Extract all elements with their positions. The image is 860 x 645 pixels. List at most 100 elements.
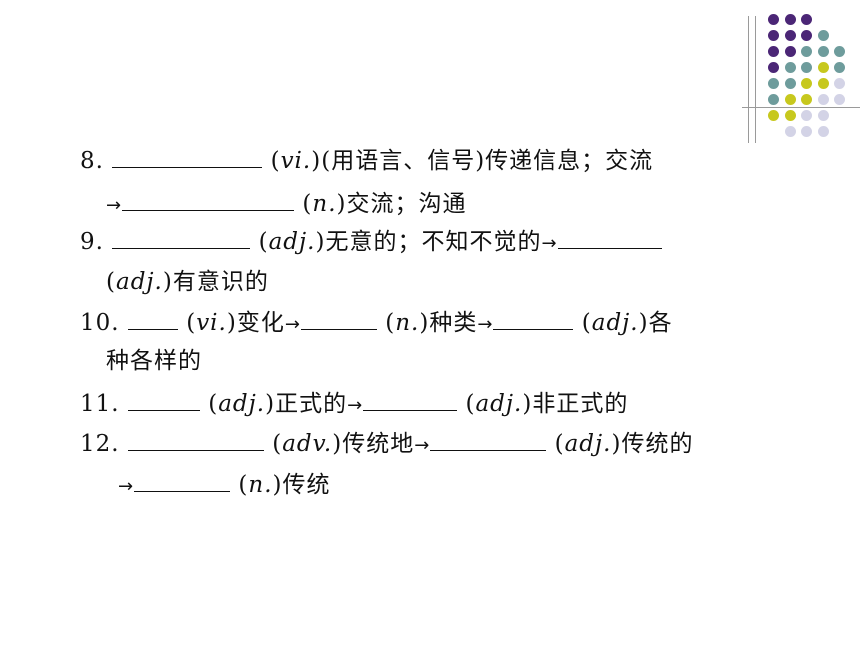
part-of-speech: n. (248, 472, 273, 498)
decor-dot (817, 78, 829, 89)
answer-blank[interactable] (363, 390, 458, 411)
decor-dot (801, 110, 812, 121)
paren-open: ( (106, 269, 116, 295)
paren-open: ( (554, 431, 565, 457)
decor-horizontal-line (742, 107, 860, 108)
gloss: 无意的；不知不觉的 (325, 229, 542, 255)
decor-dot (801, 46, 812, 57)
decor-dot (784, 14, 796, 25)
decor-dot (817, 110, 829, 121)
answer-blank[interactable] (300, 309, 377, 330)
paren-close: ) (265, 391, 276, 417)
decor-dot (817, 46, 829, 57)
paren-close: ) (226, 310, 237, 336)
question-11: 11. (adj.)正式的→ (adj.)非正式的 (80, 388, 628, 422)
decor-dot (817, 30, 829, 41)
decor-vertical-line-2 (755, 16, 756, 143)
gloss: 变化 (236, 310, 285, 336)
paren-close: ) (522, 391, 533, 417)
decor-dot (817, 62, 829, 73)
decor-dot (817, 126, 829, 137)
answer-blank[interactable] (112, 147, 263, 168)
answer-blank[interactable] (127, 430, 264, 451)
decor-dot (784, 94, 796, 105)
decor-dot (768, 30, 779, 41)
decor-dot (768, 62, 779, 73)
gloss: 传统地 (342, 431, 415, 457)
gloss: 传统的 (621, 431, 694, 457)
paren-close: ) (162, 269, 173, 295)
decor-dot (801, 126, 812, 137)
decor-dot (784, 46, 796, 57)
arrow-icon: → (477, 314, 494, 335)
gloss: 种各样的 (106, 348, 202, 374)
answer-blank[interactable] (112, 228, 251, 249)
part-of-speech: adj. (475, 391, 523, 417)
part-of-speech: n. (312, 191, 337, 217)
decor-dot (834, 94, 845, 105)
paren-close: ) (315, 229, 326, 255)
part-of-speech: adj. (115, 269, 163, 295)
answer-blank[interactable] (493, 309, 574, 330)
decor-dot (784, 78, 796, 89)
decor-dot (801, 62, 812, 73)
question-9: 9. (adj.)无意的；不知不觉的→ (80, 226, 662, 260)
question-10: 10. (vi.)变化→ (n.)种类→ (adj.)各 (80, 307, 673, 341)
question-12: 12. (adv.)传统地→ (adj.)传统的 (80, 428, 693, 462)
decor-dot (834, 46, 845, 57)
decor-dot (817, 94, 829, 105)
paren-open: ( (186, 310, 197, 336)
question-number: 8. (80, 148, 104, 174)
question-number: 11. (80, 391, 120, 417)
paren-close: ) (311, 148, 322, 174)
paren-open: ( (465, 391, 476, 417)
decor-dot (768, 110, 779, 121)
paren-close: ) (332, 431, 343, 457)
answer-blank[interactable] (122, 190, 295, 211)
answer-blank[interactable] (127, 309, 178, 330)
answer-blank[interactable] (127, 390, 200, 411)
decor-dot (784, 62, 796, 73)
question-10-continued: 种各样的 (106, 345, 202, 377)
arrow-icon: → (284, 314, 301, 335)
decor-dot (784, 126, 796, 137)
paren-open: ( (258, 229, 269, 255)
paren-close: ) (638, 310, 649, 336)
decor-dot (768, 14, 779, 25)
decor-vertical-line-1 (748, 16, 749, 143)
gloss: (用语言、信号)传递信息；交流 (321, 148, 654, 174)
answer-blank[interactable] (557, 228, 662, 249)
answer-blank[interactable] (134, 471, 231, 492)
answer-blank[interactable] (430, 430, 547, 451)
arrow-icon: → (347, 395, 364, 416)
arrow-icon: → (118, 476, 135, 497)
question-8: 8. (vi.)(用语言、信号)传递信息；交流 (80, 145, 653, 177)
decor-dot (768, 94, 779, 105)
paren-open: ( (302, 191, 313, 217)
paren-open: ( (272, 431, 283, 457)
gloss: 交流；沟通 (346, 191, 467, 217)
paren-open: ( (581, 310, 592, 336)
paren-close: ) (336, 191, 347, 217)
question-9-continued: (adj.)有意识的 (106, 266, 269, 298)
paren-open: ( (385, 310, 396, 336)
gloss: 各 (648, 310, 673, 336)
part-of-speech: adj. (218, 391, 266, 417)
question-number: 10. (80, 310, 120, 336)
decor-dot (784, 30, 796, 41)
question-number: 12. (80, 431, 120, 457)
decor-dot (834, 62, 845, 73)
gloss: 有意识的 (172, 269, 269, 295)
arrow-icon: → (106, 195, 123, 216)
decor-dot (768, 46, 779, 57)
decor-dot (801, 94, 812, 105)
decor-dot (801, 14, 812, 25)
question-number: 9. (80, 229, 104, 255)
decor-dot (801, 30, 812, 41)
gloss: 非正式的 (532, 391, 629, 417)
part-of-speech: adj. (564, 431, 612, 457)
question-12-derivation: → (n.)传统 (118, 469, 331, 503)
gloss: 传统 (282, 472, 331, 498)
gloss: 种类 (429, 310, 478, 336)
decor-dot (784, 110, 796, 121)
